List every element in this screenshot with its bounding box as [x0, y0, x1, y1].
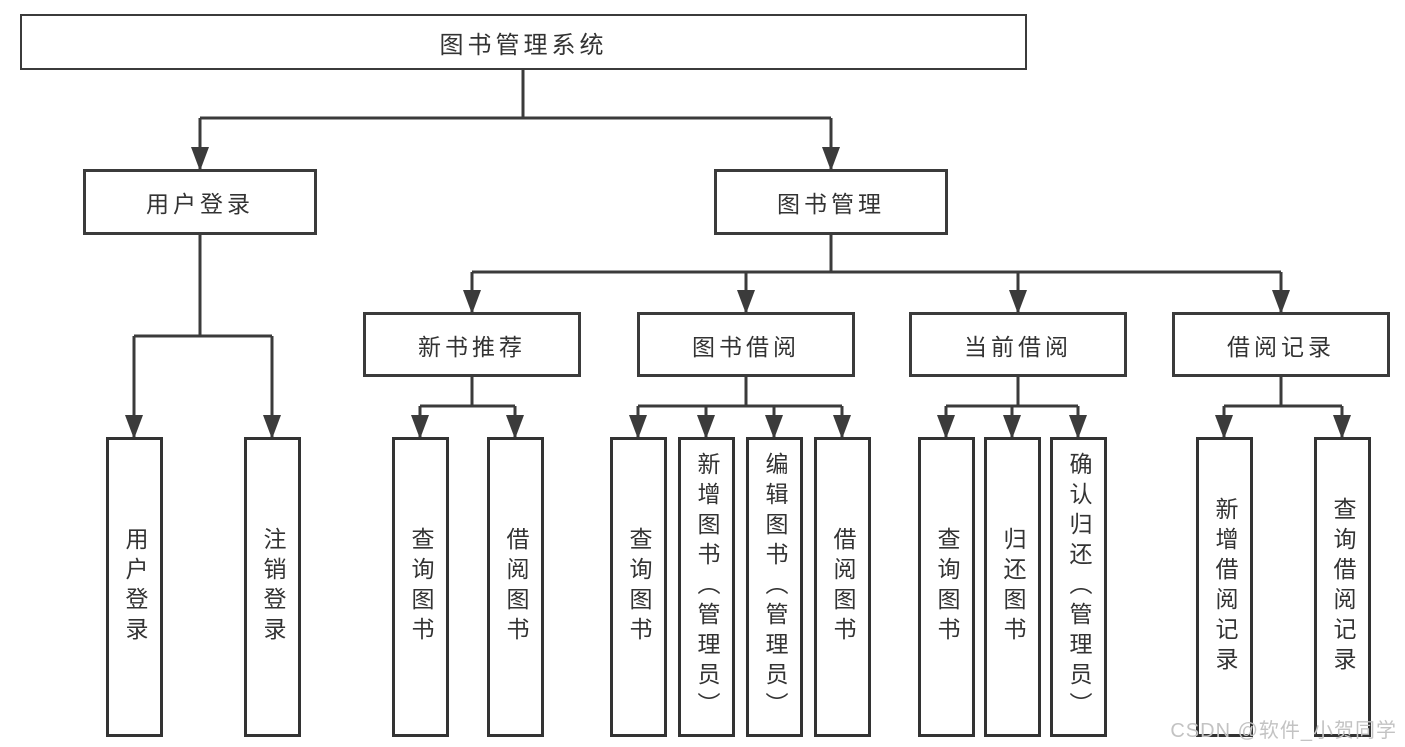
node-library-management-system: 图书管理系统 [20, 14, 1027, 70]
node-current-borrow: 当前借阅 [909, 312, 1127, 377]
leaf-logout: 注销登录 [244, 437, 301, 737]
connector-book-mgmt-to-level3 [463, 235, 1290, 314]
node-label: 图书借阅 [692, 333, 800, 360]
leaf-current-search-book: 查询图书 [918, 437, 975, 737]
node-label: 图书管理系统 [439, 31, 608, 59]
node-book-management: 图书管理 [714, 169, 948, 235]
leaf-label: 查询图书 [934, 527, 960, 647]
connector-new-books-to-leaves [411, 377, 524, 439]
connector-root-to-level2 [191, 70, 840, 171]
connector-borrow-records-to-leaves [1215, 377, 1351, 439]
node-label: 当前借阅 [964, 333, 1072, 360]
leaf-records-search-record: 查询借阅记录 [1314, 437, 1371, 737]
node-new-book-recommend: 新书推荐 [363, 312, 581, 377]
leaf-label: 归还图书 [1000, 527, 1026, 647]
node-label: 图书管理 [777, 191, 885, 217]
leaf-label: 借阅图书 [830, 527, 856, 647]
leaf-label: 编辑图书（管理员） [762, 452, 788, 722]
leaf-label: 新增图书（管理员） [694, 452, 720, 722]
csdn-watermark: CSDN @软件_小贺同学 [1170, 720, 1397, 742]
leaf-borrow-add-book-admin: 新增图书（管理员） [678, 437, 735, 737]
leaf-label: 查询图书 [626, 527, 652, 647]
leaf-label: 借阅图书 [503, 527, 529, 647]
leaf-newbooks-search-book: 查询图书 [392, 437, 449, 737]
node-borrow-records: 借阅记录 [1172, 312, 1390, 377]
node-book-borrow: 图书借阅 [637, 312, 855, 377]
node-user-login: 用户登录 [83, 169, 317, 235]
node-label: 借阅记录 [1227, 333, 1335, 360]
leaf-label: 用户登录 [122, 527, 148, 647]
node-label: 用户登录 [146, 191, 254, 217]
leaf-newbooks-borrow-book: 借阅图书 [487, 437, 544, 737]
leaf-label: 确认归还（管理员） [1066, 452, 1092, 722]
leaf-current-return-book: 归还图书 [984, 437, 1041, 737]
leaf-user-login: 用户登录 [106, 437, 163, 737]
leaf-current-confirm-return-admin: 确认归还（管理员） [1050, 437, 1107, 737]
connector-book-borrow-to-leaves [629, 377, 851, 439]
leaf-label: 查询借阅记录 [1330, 497, 1356, 677]
leaf-label: 查询图书 [408, 527, 434, 647]
connector-user-login-to-leaves [125, 235, 281, 439]
leaf-records-add-record: 新增借阅记录 [1196, 437, 1253, 737]
connector-current-borrow-to-leaves [937, 377, 1087, 439]
leaf-borrow-edit-book-admin: 编辑图书（管理员） [746, 437, 803, 737]
leaf-label: 注销登录 [260, 527, 286, 647]
leaf-borrow-borrow-book: 借阅图书 [814, 437, 871, 737]
node-label: 新书推荐 [418, 333, 526, 360]
leaf-borrow-search-book: 查询图书 [610, 437, 667, 737]
leaf-label: 新增借阅记录 [1212, 497, 1238, 677]
